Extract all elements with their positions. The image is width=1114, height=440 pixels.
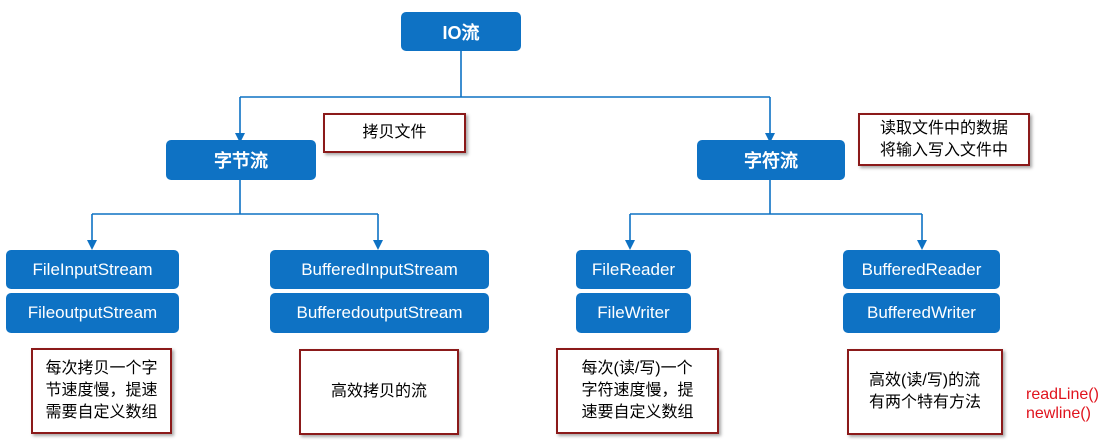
file-reader-node: FileReader [576, 250, 691, 289]
char-stream-note-text: 读取文件中的数据 将输入写入文件中 [879, 119, 1008, 159]
buffered-reader-writer-note: 高效(读/写)的流 有两个特有方法 [847, 349, 1003, 435]
file-input-stream-node: FileInputStream [6, 250, 179, 289]
buffered-output-stream-node: BufferedoutputStream [270, 293, 489, 333]
file-reader-writer-note: 每次(读/写)一个 字符速度慢，提 速要自定义数组 [556, 348, 719, 434]
char-stream-note: 读取文件中的数据 将输入写入文件中 [858, 113, 1030, 166]
file-stream-note-text: 每次拷贝一个字 节速度慢，提速 需要自定义数组 [45, 360, 158, 421]
file-output-stream-node: FileoutputStream [6, 293, 179, 333]
file-writer-node: FileWriter [576, 293, 691, 333]
byte-stream-note: 拷贝文件 [323, 113, 466, 153]
byte-stream-note-text: 拷贝文件 [362, 124, 427, 141]
buffered-stream-note: 高效拷贝的流 [299, 349, 459, 435]
io-stream-node: IO流 [401, 12, 521, 51]
buffered-reader-writer-note-text: 高效(读/写)的流 有两个特有方法 [868, 372, 981, 411]
byte-stream-node: 字节流 [166, 140, 316, 180]
buffered-stream-note-text: 高效拷贝的流 [330, 383, 427, 400]
char-stream-node: 字符流 [697, 140, 845, 180]
buffered-writer-node: BufferedWriter [843, 293, 1000, 333]
buffered-reader-node: BufferedReader [843, 250, 1000, 289]
buffered-input-stream-node: BufferedInputStream [270, 250, 489, 289]
buffered-special-methods: readLine() newline() [1026, 386, 1099, 422]
file-stream-note: 每次拷贝一个字 节速度慢，提速 需要自定义数组 [31, 348, 172, 434]
file-reader-writer-note-text: 每次(读/写)一个 字符速度慢，提 速要自定义数组 [581, 360, 694, 421]
